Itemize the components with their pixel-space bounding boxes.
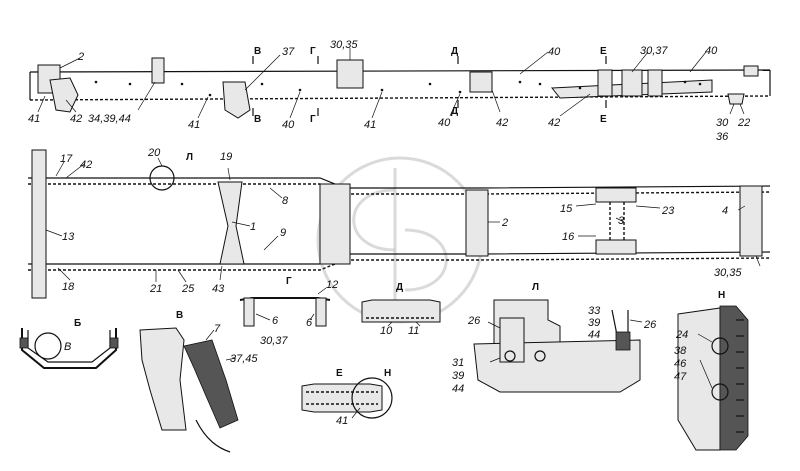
callout-d-10: 10 bbox=[380, 325, 393, 337]
detail-b: Б В bbox=[19, 318, 119, 369]
callout-side-41-c: 41 bbox=[364, 119, 376, 131]
callout-side-40-a: 40 bbox=[548, 46, 561, 58]
callout-top-43: 43 bbox=[212, 283, 225, 295]
callout-v-7: 7 bbox=[214, 323, 221, 335]
callout-top-42: 42 bbox=[80, 159, 92, 171]
callout-l-26-a: 26 bbox=[467, 315, 481, 327]
section-mark-d-top: Д bbox=[451, 46, 458, 57]
callout-l-44-b: 44 bbox=[588, 329, 600, 341]
callout-top-17: 17 bbox=[60, 153, 73, 165]
callout-side-30-35: 30,35 bbox=[330, 39, 358, 51]
side-view-frame bbox=[29, 48, 771, 119]
section-mark-e-top: Е bbox=[600, 46, 607, 57]
callout-g-6-b: 6 bbox=[306, 317, 313, 329]
detail-g: Г 12 6 6 30,37 bbox=[239, 276, 338, 347]
detail-d: Д 10 11 bbox=[361, 282, 441, 337]
callout-side-22: 22 bbox=[737, 117, 750, 129]
section-mark-g-bottom: Г bbox=[310, 114, 316, 125]
callout-l-33: 33 bbox=[588, 305, 601, 317]
top-view-frame bbox=[28, 149, 771, 299]
callout-side-41-b: 41 bbox=[188, 119, 200, 131]
callout-l-26-b: 26 bbox=[643, 319, 657, 331]
callout-top-4: 4 bbox=[722, 205, 728, 217]
detail-e-title: Е bbox=[336, 368, 343, 379]
callout-n-38: 38 bbox=[674, 345, 687, 357]
callout-n-46: 46 bbox=[674, 358, 687, 370]
callout-side-40-b: 40 bbox=[705, 45, 718, 57]
callout-top-l: Л bbox=[186, 152, 193, 163]
callout-top-18: 18 bbox=[62, 281, 75, 293]
detail-n-title: Н bbox=[718, 290, 725, 301]
callout-side-34-39-44: 34,39,44 bbox=[88, 113, 131, 125]
callout-side-42-b: 42 bbox=[496, 117, 508, 129]
callout-side-41-a: 41 bbox=[28, 113, 40, 125]
detail-d-title: Д bbox=[396, 282, 403, 293]
section-mark-v-top: В bbox=[254, 46, 261, 57]
side-rivets bbox=[94, 80, 702, 97]
callout-n-47: 47 bbox=[674, 371, 687, 383]
detail-l-title: Л bbox=[532, 282, 539, 293]
callout-side-36: 36 bbox=[716, 131, 729, 143]
callout-g-12: 12 bbox=[326, 279, 338, 291]
callout-top-9: 9 bbox=[280, 227, 286, 239]
callout-l-39-b: 39 bbox=[588, 317, 600, 329]
callout-top-8: 8 bbox=[282, 195, 289, 207]
callout-top-30-35: 30,35 bbox=[714, 267, 742, 279]
callout-top-3: 3 bbox=[618, 215, 625, 227]
detail-v-title: В bbox=[176, 310, 183, 321]
section-mark-v-bottom: В bbox=[254, 114, 261, 125]
callout-e-41: 41 bbox=[336, 415, 348, 427]
callout-top-16: 16 bbox=[562, 231, 575, 243]
callout-top-19: 19 bbox=[220, 151, 232, 163]
detail-n-teeth bbox=[736, 319, 744, 433]
callout-e-n: Н bbox=[384, 368, 391, 379]
callout-top-21: 21 bbox=[149, 283, 162, 295]
callout-side-30: 30 bbox=[716, 117, 729, 129]
callout-top-15: 15 bbox=[560, 203, 573, 215]
callout-v-37-45: 37,45 bbox=[230, 353, 258, 365]
detail-l: Л 26 31 39 44 33 39 44 26 bbox=[452, 282, 657, 395]
top-view-callouts: 17 42 20 Л 19 13 1 8 9 2 15 3 23 4 16 18… bbox=[60, 147, 742, 295]
callout-g-6-a: 6 bbox=[272, 315, 279, 327]
callout-top-13: 13 bbox=[62, 231, 75, 243]
callout-side-37: 37 bbox=[282, 46, 295, 58]
detail-v: В 7 37,45 bbox=[139, 310, 258, 453]
callout-top-20: 20 bbox=[147, 147, 161, 159]
callout-side-30-37: 30,37 bbox=[640, 45, 668, 57]
callout-top-23: 23 bbox=[661, 205, 675, 217]
callout-side-40-e: 40 bbox=[438, 117, 451, 129]
callout-d-11: 11 bbox=[408, 325, 419, 337]
side-view-callouts: 2 37 30,35 40 40 30,37 40 41 42 34,39,44… bbox=[28, 39, 750, 143]
callout-top-25: 25 bbox=[181, 283, 195, 295]
callout-l-44-a: 44 bbox=[452, 383, 464, 395]
callout-top-2: 2 bbox=[501, 217, 508, 229]
callout-side-42-a: 42 bbox=[70, 113, 82, 125]
detail-b-title: Б bbox=[74, 318, 81, 329]
callout-g-30-37: 30,37 bbox=[260, 335, 288, 347]
callout-n-24: 24 bbox=[675, 329, 688, 341]
detail-g-title: Г bbox=[286, 276, 292, 287]
section-mark-d-bottom: Д bbox=[451, 106, 458, 117]
section-mark-e-bottom: Е bbox=[600, 114, 607, 125]
callout-side-42-c: 42 bbox=[548, 117, 560, 129]
detail-n: Н 24 38 46 47 bbox=[674, 290, 749, 451]
section-mark-g-top: Г bbox=[310, 46, 316, 57]
detail-e: Е Н 41 bbox=[301, 368, 393, 427]
callout-b-v: В bbox=[64, 341, 71, 353]
callout-top-1: 1 bbox=[250, 221, 256, 233]
callout-l-39-a: 39 bbox=[452, 370, 464, 382]
callout-l-31: 31 bbox=[452, 357, 464, 369]
callout-side-40-d: 40 bbox=[282, 119, 295, 131]
callout-side-2: 2 bbox=[77, 51, 84, 63]
